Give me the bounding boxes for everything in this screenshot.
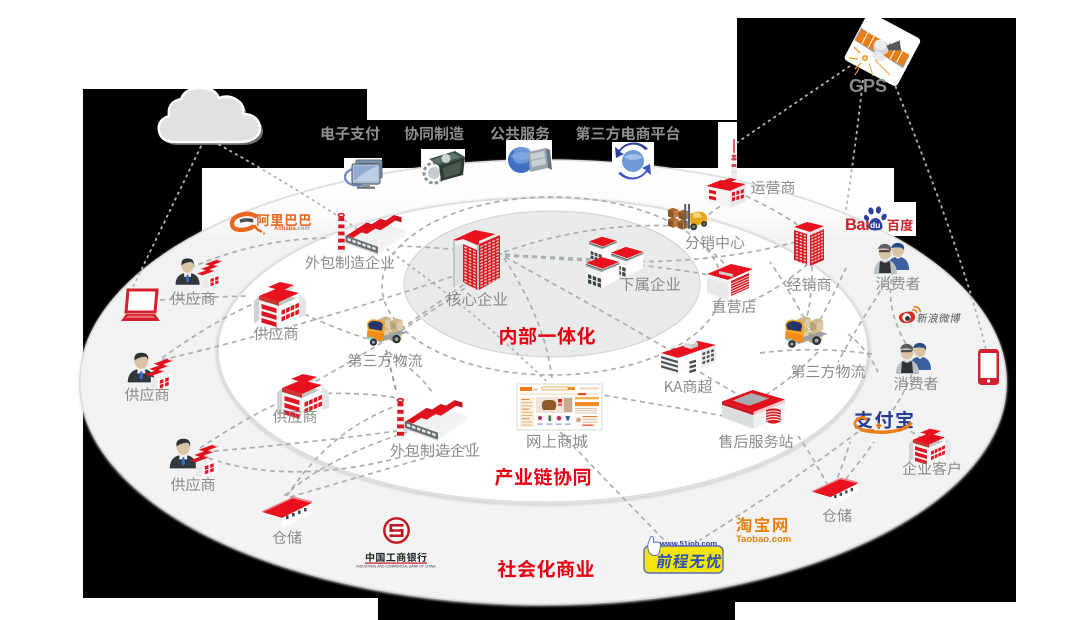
- svg-text:INDUSTRIAL AND COMMERCIAL BANK: INDUSTRIAL AND COMMERCIAL BANK OF CHINA: [356, 565, 436, 569]
- svg-text:Taobao.com: Taobao.com: [736, 534, 791, 545]
- svg-text:Bai: Bai: [845, 216, 869, 234]
- svg-text:GPS: GPS: [849, 76, 887, 96]
- svg-text:www.51job.com: www.51job.com: [659, 539, 717, 548]
- svg-text:Alibaba.com: Alibaba.com: [274, 226, 310, 232]
- svg-text:du: du: [870, 220, 880, 230]
